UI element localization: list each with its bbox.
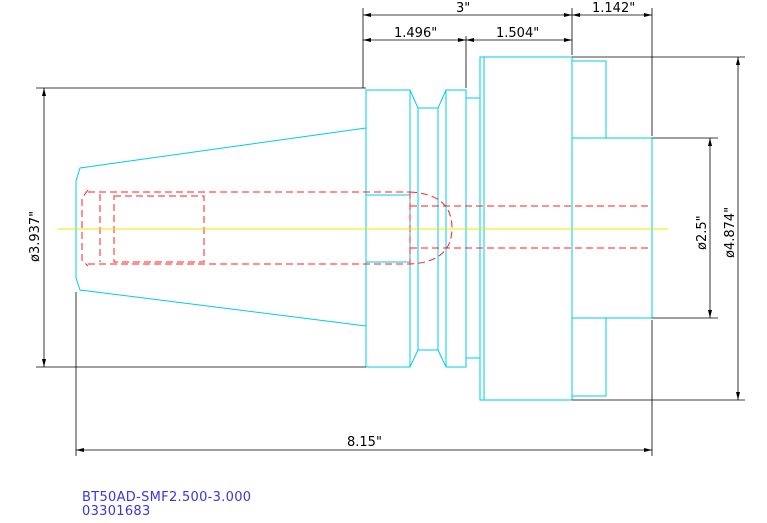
dimension-inner-diameter [652,137,718,319]
dim-left-diameter-label: ø3.937" [28,211,43,262]
dim-right-sub-label: 1.504" [496,26,539,41]
dim-overall-length-label: 8.15" [347,435,382,450]
dim-inner-diameter-label: ø2.5" [695,215,710,250]
model-designation: BT50AD-SMF2.500-3.000 [82,490,252,505]
dimension-sub [363,36,572,88]
dimension-outer-diameter [572,56,745,401]
dimension-overall-length [75,292,653,456]
dimension-left-diameter [36,87,366,368]
dimension-right-top [572,8,653,136]
dim-right-top-label: 1.142" [592,1,635,16]
dim-outer-diameter-label: ø4.874" [723,207,738,258]
dim-left-sub-label: 1.496" [394,26,437,41]
dim-overall-top-label: 3" [456,1,470,16]
dimension-overall-top [362,8,573,88]
part-number: 03301683 [82,504,151,519]
